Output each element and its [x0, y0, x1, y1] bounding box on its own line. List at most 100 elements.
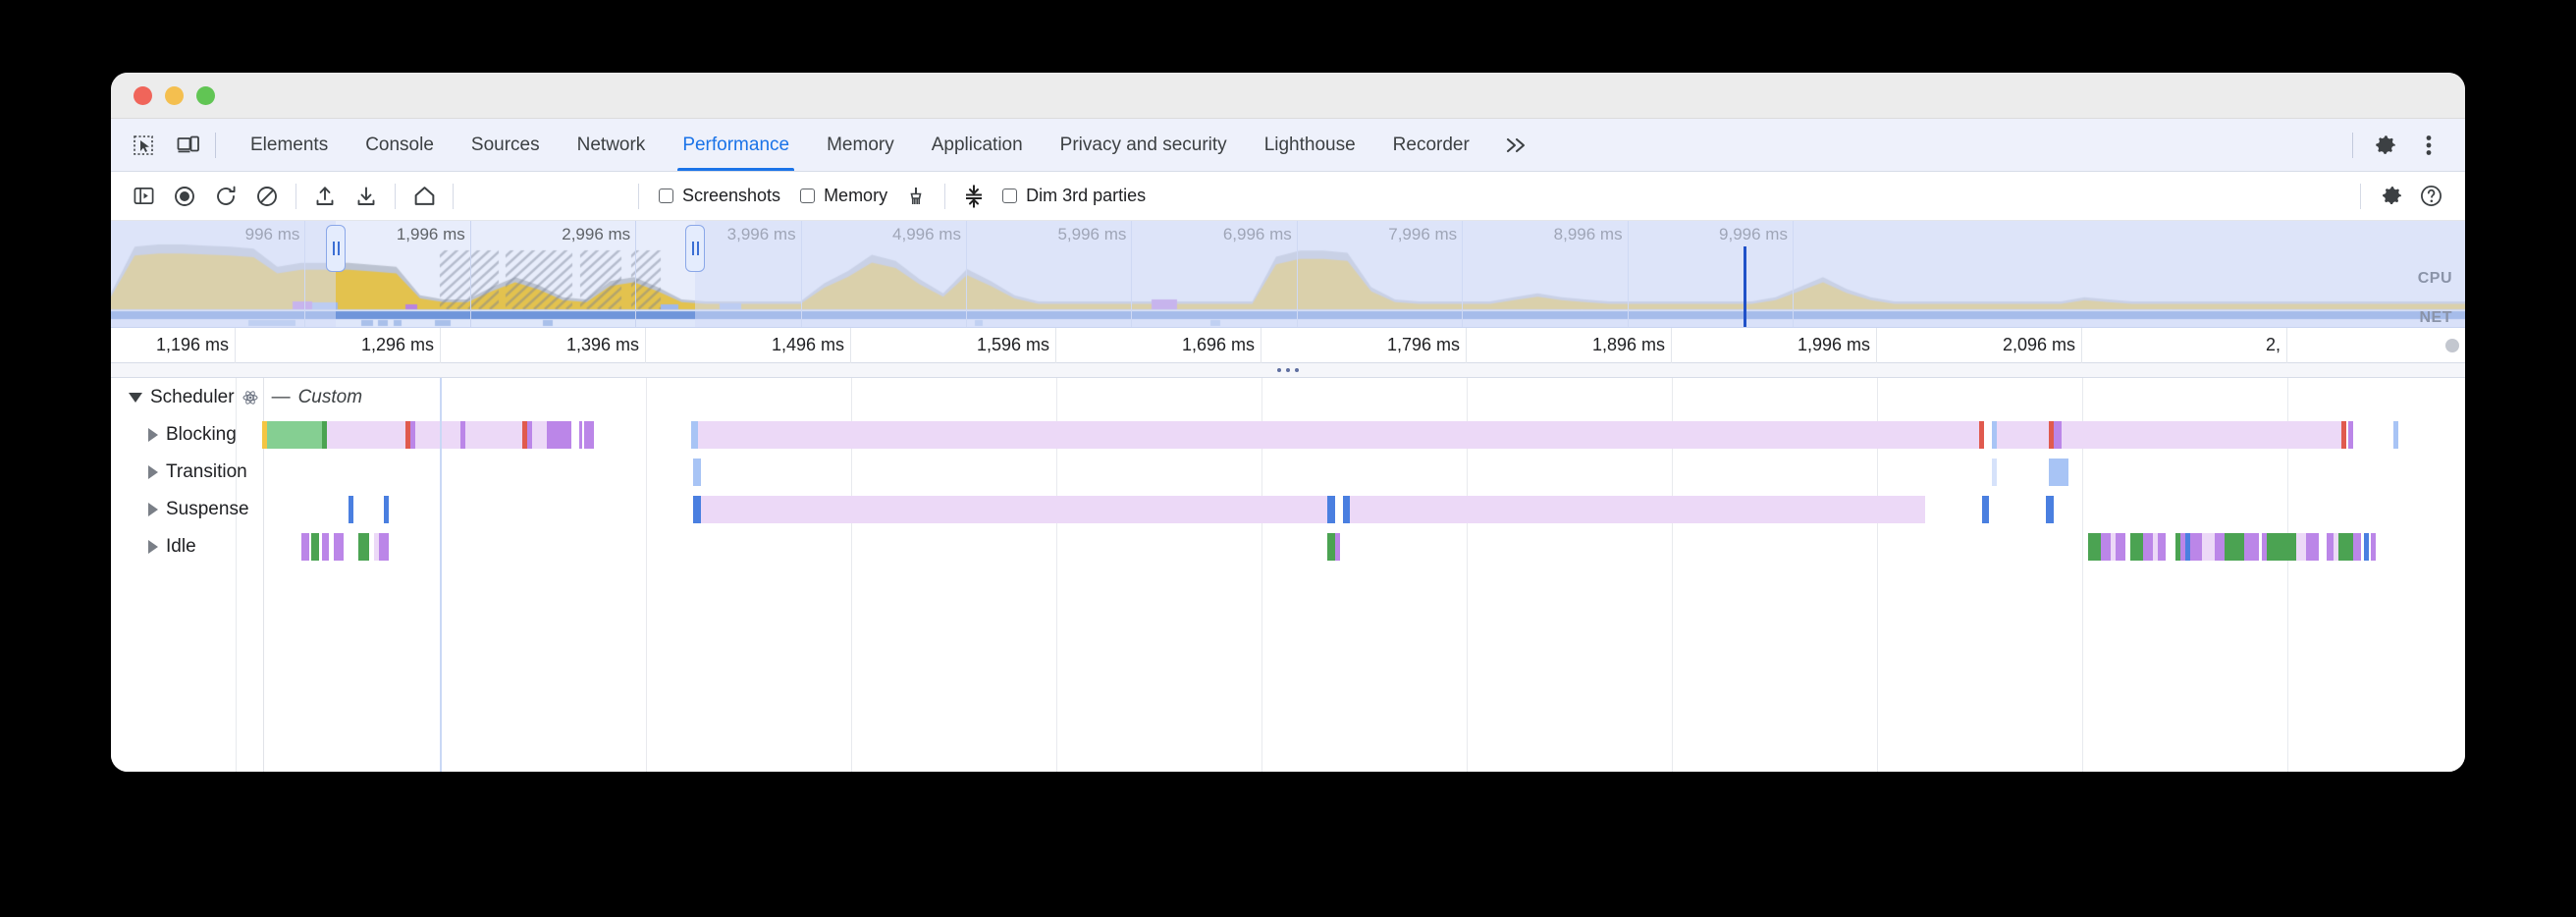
flame-bar[interactable] — [584, 421, 595, 449]
flame-bar[interactable] — [1991, 458, 1997, 486]
flame-bar[interactable] — [2152, 533, 2158, 561]
flame-bar[interactable] — [1996, 421, 2049, 449]
flame-bar[interactable] — [326, 421, 406, 449]
flame-bar[interactable] — [2061, 421, 2341, 449]
reload-and-record-button[interactable] — [207, 178, 244, 215]
track-header-suspense[interactable]: Suspense — [111, 490, 249, 529]
settings-gear-icon[interactable] — [2367, 127, 2404, 164]
dim-3rd-parties-checkbox[interactable]: Dim 3rd parties — [993, 186, 1155, 206]
flame-bar[interactable] — [2262, 533, 2268, 561]
flame-bar[interactable] — [2116, 533, 2126, 561]
flame-bar[interactable] — [532, 421, 548, 449]
tab-application[interactable]: Application — [913, 119, 1042, 171]
record-button[interactable] — [166, 178, 203, 215]
more-options-kebab-icon[interactable] — [2410, 127, 2447, 164]
track-row-idle[interactable]: Idle — [111, 527, 2465, 566]
flame-bar[interactable] — [2111, 533, 2117, 561]
flame-bar[interactable] — [2048, 458, 2069, 486]
tab-sources[interactable]: Sources — [453, 119, 559, 171]
screenshots-checkbox[interactable]: Screenshots — [649, 186, 790, 206]
stack-depth-icon[interactable] — [955, 178, 993, 215]
flame-bar[interactable] — [2326, 533, 2334, 561]
track-header-transition[interactable]: Transition — [111, 453, 247, 492]
flame-bar[interactable] — [2046, 496, 2054, 523]
close-window-button[interactable] — [134, 85, 152, 105]
flame-bar[interactable] — [1350, 496, 1925, 523]
timeline-scroll-indicator[interactable] — [2445, 339, 2459, 352]
flame-bar[interactable] — [349, 496, 354, 523]
flame-bar[interactable] — [2306, 533, 2320, 561]
flame-bar[interactable] — [2088, 533, 2101, 561]
flame-bar[interactable] — [579, 421, 582, 449]
overview-window-right-handle[interactable] — [685, 225, 705, 272]
flame-bar[interactable] — [2340, 421, 2346, 449]
tab-performance[interactable]: Performance — [664, 119, 808, 171]
chevron-right-icon[interactable] — [148, 428, 158, 442]
flame-bar[interactable] — [459, 421, 465, 449]
flame-bar[interactable] — [690, 421, 699, 449]
flame-bar[interactable] — [383, 496, 389, 523]
flame-bar[interactable] — [2142, 533, 2153, 561]
flame-bar[interactable] — [267, 421, 322, 449]
flame-bar[interactable] — [334, 533, 345, 561]
group-header-scheduler[interactable]: Scheduler — Custom — [111, 378, 362, 417]
load-profile-button[interactable] — [306, 178, 344, 215]
device-toolbar-icon[interactable] — [170, 127, 207, 164]
memory-checkbox[interactable]: Memory — [790, 186, 897, 206]
track-row-suspense[interactable]: Suspense — [111, 490, 2465, 529]
flame-bar[interactable] — [373, 533, 379, 561]
chevron-right-icon[interactable] — [148, 465, 158, 479]
flame-bar[interactable] — [464, 421, 522, 449]
flame-bar[interactable] — [693, 458, 701, 486]
flame-bar[interactable] — [1327, 496, 1335, 523]
clear-button[interactable] — [248, 178, 286, 215]
chevron-right-icon[interactable] — [148, 540, 158, 554]
flame-bar[interactable] — [410, 421, 416, 449]
chevron-down-icon[interactable] — [129, 393, 142, 403]
collect-garbage-icon[interactable] — [897, 178, 935, 215]
flame-bar[interactable] — [415, 421, 460, 449]
track-row-scheduler[interactable]: Scheduler — Custom — [111, 378, 2465, 417]
tab-memory[interactable]: Memory — [808, 119, 913, 171]
flame-bar[interactable] — [2244, 533, 2260, 561]
flame-bar[interactable] — [301, 533, 309, 561]
flame-bar[interactable] — [2189, 533, 2203, 561]
flame-bar[interactable] — [2363, 533, 2369, 561]
minimize-window-button[interactable] — [165, 85, 184, 105]
tab-recorder[interactable]: Recorder — [1374, 119, 1488, 171]
flame-bar[interactable] — [2267, 533, 2297, 561]
flame-bar[interactable] — [378, 533, 389, 561]
home-button[interactable] — [405, 178, 443, 215]
flame-bar[interactable] — [405, 421, 411, 449]
chevron-right-icon[interactable] — [148, 503, 158, 516]
track-row-transition[interactable]: Transition — [111, 453, 2465, 492]
tab-elements[interactable]: Elements — [232, 119, 347, 171]
track-header-idle[interactable]: Idle — [111, 527, 196, 566]
flame-bar[interactable] — [2202, 533, 2216, 561]
flame-bar[interactable] — [1981, 496, 1990, 523]
inspect-element-icon[interactable] — [125, 127, 162, 164]
flame-bar[interactable] — [1334, 533, 1340, 561]
flame-bar[interactable] — [2371, 533, 2377, 561]
flame-bar[interactable] — [693, 496, 701, 523]
flame-bar[interactable] — [527, 421, 533, 449]
flame-bar[interactable] — [311, 533, 320, 561]
help-question-icon[interactable] — [2412, 178, 2449, 215]
flame-bar[interactable] — [700, 496, 1328, 523]
flame-bar[interactable] — [321, 533, 330, 561]
tab-console[interactable]: Console — [347, 119, 453, 171]
checkbox-box[interactable] — [800, 189, 816, 203]
flame-bar[interactable] — [2338, 533, 2354, 561]
flame-bar[interactable] — [261, 421, 268, 449]
save-profile-button[interactable] — [348, 178, 385, 215]
flame-bar[interactable] — [2157, 533, 2166, 561]
tab-privacy-and-security[interactable]: Privacy and security — [1042, 119, 1246, 171]
flame-bar[interactable] — [2348, 421, 2354, 449]
flame-bar[interactable] — [2179, 533, 2185, 561]
flame-bar[interactable] — [321, 421, 327, 449]
track-row-blocking[interactable]: Blocking — [111, 415, 2465, 455]
flame-bar[interactable] — [1327, 533, 1335, 561]
flame-bar[interactable] — [2392, 421, 2398, 449]
flame-bar[interactable] — [2215, 533, 2226, 561]
timeline-overview[interactable]: 996 ms1,996 ms2,996 ms3,996 ms4,996 ms5,… — [111, 221, 2465, 327]
